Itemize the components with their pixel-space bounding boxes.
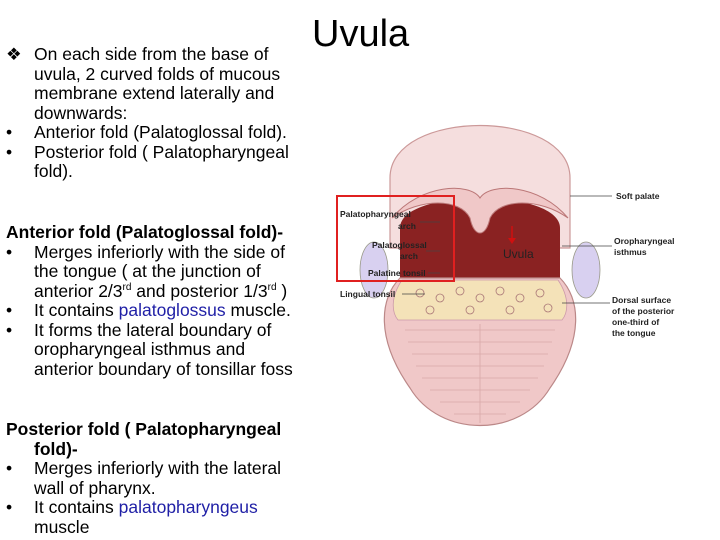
intro-line-3: membrane extend laterally and [34,83,275,103]
posterior-item-2-line-1: It contains palatopharyngeus [34,497,258,517]
anterior-item-3-line-1: It forms the lateral boundary of [34,319,272,340]
anterior-item-1-line-3: anterior 2/3rd and posterior 1/3rd ) [34,280,288,301]
intro-line-2: uvula, 2 curved folds of mucous [34,63,281,84]
posterior-item-1-line-2: wall of pharynx. [34,477,156,498]
bullet-icon: • [6,497,13,517]
intro-item-anterior: • Anterior fold (Palatoglossal fold). [6,122,336,143]
anterior-item-2-text: It contains palatoglossus muscle. [34,300,291,320]
posterior-fold-block: Posterior fold ( Palatopharyngeal fold)-… [6,419,336,537]
right-leader-lines [562,195,612,304]
left-leader-lines [402,221,440,295]
label-dorsal-surface-1: Dorsal surface [612,295,671,305]
right-palatine-tonsil [571,241,601,299]
intro-item-anterior-text: Anterior fold (Palatoglossal fold). [34,122,287,142]
labels-highlight-box [336,195,455,282]
label-soft-palate: Soft palate [616,191,660,201]
label-palatopharyngeal-arch-2: arch [398,221,416,231]
soft-palate-uvula [391,187,569,234]
intro-item-posterior-text-1: Posterior fold ( Palatopharyngeal [34,141,289,162]
label-palatoglossal-arch-1: Palatoglossal [372,240,427,250]
label-lingual-tonsil: Lingual tonsil [340,289,395,299]
anterior-item-1-line-1: Merges inferiorly with the side of [34,241,285,262]
intro-line-1: On each side from the base of [34,44,269,64]
diamond-bullet-icon: ❖ [6,44,22,64]
posterior-item-1-line-1: Merges inferiorly with the lateral [34,458,282,478]
slide-title: Uvula [312,13,410,55]
label-dorsal-surface-4: the tongue [612,328,656,338]
bullet-icon: • [6,458,13,478]
tongue-anterior-stripes [405,324,555,423]
label-oropharyngeal-isthmus-2: isthmus [614,247,647,257]
anterior-fold-block: Anterior fold (Palatoglossal fold)- • Me… [6,222,336,380]
anterior-item-1-line-2: the tongue ( at the junction of [34,261,261,281]
bullet-icon: • [6,241,13,262]
lingual-tonsil-dots [415,286,553,315]
anterior-item-3: • It forms the lateral boundary of oroph… [6,319,336,380]
intro-bullet: ❖ On each side from the base of uvula, 2… [6,44,336,123]
intro-item-posterior: • Posterior fold ( Palatopharyngeal fold… [6,141,336,182]
label-palatopharyngeal-arch-1: Palatopharyngeal [340,209,411,219]
bullet-icon: • [6,141,13,162]
posterior-fold-heading-1: Posterior fold ( Palatopharyngeal [6,419,282,439]
anterior-fold-heading: Anterior fold (Palatoglossal fold)- [6,222,284,242]
oral-cavity-diagram: Palatopharyngeal arch Palatoglossal arch… [336,124,675,426]
anterior-item-3-line-3: anterior boundary of tonsillar foss [34,358,293,379]
posterior-item-1: • Merges inferiorly with the lateral wal… [6,458,336,498]
uvula-arrow-head-icon [508,238,516,244]
intro-item-posterior-text-2: fold). [34,161,73,181]
left-palatine-tonsil [359,241,389,299]
bullet-icon: • [6,300,13,320]
posterior-fold-heading-2: fold)- [34,438,78,459]
oropharyngeal-opening [400,198,560,283]
anterior-item-2: • It contains palatoglossus muscle. [6,300,336,321]
palatoglossus-link[interactable]: palatoglossus [118,300,226,320]
label-palatoglossal-arch-2: arch [400,251,418,261]
bullet-icon: • [6,319,13,340]
intro-block: ❖ On each side from the base of uvula, 2… [6,44,336,182]
label-dorsal-surface-2: of the posterior [612,306,675,316]
anterior-item-3-line-2: oropharyngeal isthmus and [34,339,246,359]
label-oropharyngeal-isthmus-1: Oropharyngeal [614,236,674,246]
label-dorsal-surface-3: one-third of [612,317,659,327]
posterior-item-2: • It contains palatopharyngeus muscle [6,497,336,537]
tongue-posterior-third [392,279,568,321]
anterior-item-1: • Merges inferiorly with the side of the… [6,241,336,302]
posterior-item-2-line-2: muscle [34,516,90,537]
palatopharyngeus-link[interactable]: palatopharyngeus [118,497,258,517]
intro-line-4: downwards: [34,102,128,123]
label-palatine-tonsil: Palatine tonsil [368,268,426,278]
bullet-icon: • [6,122,13,142]
label-uvula: Uvula [503,247,534,261]
